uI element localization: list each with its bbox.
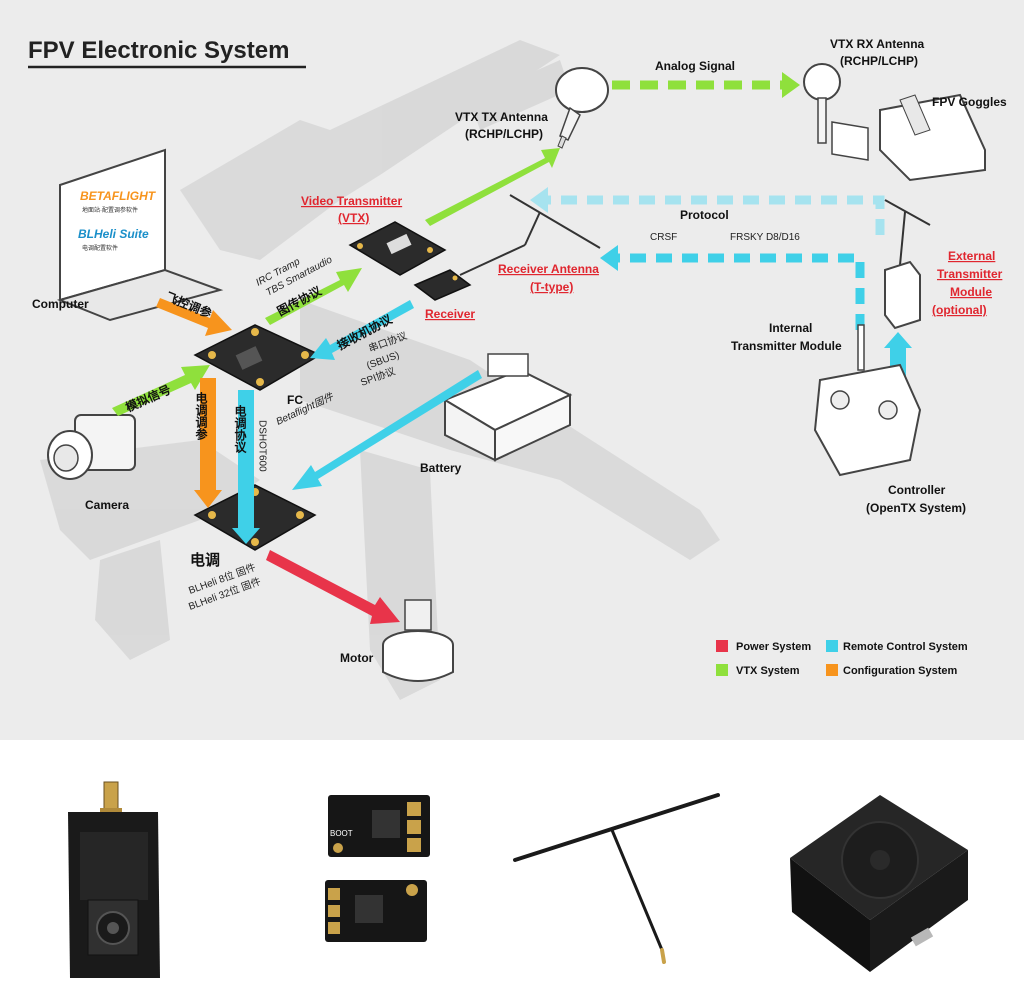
vtx-board-icon [348,221,447,276]
label-vtx-line2: (VTX) [338,211,369,225]
label-fpv-goggles: FPV Goggles [932,95,1007,109]
external-module-product-photo [790,795,968,972]
arrow-analog-head [782,72,800,98]
vtx-rx-antenna-icon [803,63,869,161]
arrow-external-link [545,195,885,235]
label-controller1: Controller [888,483,946,497]
label-motor: Motor [340,651,374,665]
legend: Power System Remote Control System VTX S… [716,640,968,677]
legend-swatch-config [826,664,838,676]
controller-icon [813,324,922,477]
laptop-icon: BETAFLIGHT 地面站·配置调参软件 BLHeli Suite 电调配置软… [56,148,224,322]
arrow-up-head [884,332,912,348]
label-ext-module2: Transmitter [937,267,1003,281]
vtx-tx-antenna-icon [555,67,609,149]
label-vtx-tx-ant2: (RCHP/LCHP) [465,127,543,141]
arrow-vtx-proto [265,268,362,325]
arrow-battery-esc [292,370,482,490]
arrow-esc-proto-body [238,390,254,530]
label-arrow-esc-tune: 电调调参 [194,391,208,441]
arrow-vtx-to-antenna [425,148,560,226]
blheli-sub: 电调配置软件 [82,244,118,252]
diagram-title: FPV Electronic System [28,37,289,64]
photos-canvas: BOOT [68,781,968,978]
legend-remote: Remote Control System [843,641,968,653]
arrow-esc-tune-head [194,490,222,508]
arrow-esc-proto-head [232,528,260,544]
label-internal-module1: Internal [769,321,812,335]
external-module-antenna-icon [884,199,931,266]
label-esc: 电调 [190,551,220,569]
battery-icon [442,353,573,462]
label-fc: FC [287,393,303,407]
label-ext-module1: External [948,249,995,263]
legend-swatch-vtx [716,664,728,676]
legend-swatch-remote [826,640,838,652]
camera-icon [47,414,136,480]
receiver-product-photo: BOOT [325,795,430,942]
esc-board-icon [193,484,317,551]
receiver-t-antenna-icon [459,194,601,276]
diagram-canvas: FPV Electronic System BETAFLIGHT 地面站·配置调… [28,37,1007,700]
label-battery: Battery [420,461,462,475]
fpv-diagram: FPV Electronic System BETAFLIGHT 地面站·配置调… [0,0,1024,740]
arrow-external-head [530,187,548,213]
arrow-analog-camera [112,365,210,416]
label-internal-module2: Transmitter Module [731,339,842,353]
external-module-icon [884,260,921,330]
arrow-power-motor [266,550,400,624]
label-ext-module3: Module [950,285,992,299]
label-vtx-line1: Video Transmitter [301,194,402,208]
motor-icon [382,599,454,682]
betaflight-logo: BETAFLIGHT [80,189,157,203]
label-analog-signal: Analog Signal [655,59,735,73]
label-arrow-analog: 模拟信号 [123,382,173,415]
t-antenna-product-photo [513,793,720,964]
label-arrow-esc-proto: 电调协议 [233,404,247,454]
arrow-rx-proto [310,300,414,360]
label-frsky: FRSKY D8/D16 [730,232,800,243]
legend-vtx: VTX System [736,665,800,677]
label-vtx-tx-ant1: VTX TX Antenna [455,110,548,124]
arrow-fc-tune [156,298,232,336]
legend-power: Power System [736,641,811,653]
label-ext-module4: (optional) [932,303,987,317]
legend-swatch-power [716,640,728,652]
label-camera: Camera [85,498,129,512]
label-vtx-rx-ant2: (RCHP/LCHP) [840,54,918,68]
label-crsf: CRSF [650,232,677,243]
label-controller2: (OpenTX System) [866,501,966,515]
label-dshot: DSHOT600 [257,420,268,472]
arrow-controller-head [600,245,618,271]
blheli-logo: BLHeli Suite [78,227,149,241]
legend-config: Configuration System [843,665,958,677]
fpv-goggles-icon [879,93,986,182]
label-receiver: Receiver [425,307,475,321]
vtx-product-photo [68,781,160,978]
arrow-controller-link [615,253,865,330]
label-rx-antenna2: (T-type) [530,280,573,294]
label-rx-antenna1: Receiver Antenna [498,262,599,276]
product-photos: BOOT [0,740,1024,1003]
receiver-boot-label: BOOT [330,829,353,838]
betaflight-sub: 地面站·配置调参软件 [82,206,138,214]
label-protocol: Protocol [680,208,729,222]
arrow-esc-tune-body [200,378,216,493]
receiver-board-icon [413,269,472,301]
label-vtx-rx-ant1: VTX RX Antenna [830,37,925,51]
label-computer: Computer [32,297,89,311]
